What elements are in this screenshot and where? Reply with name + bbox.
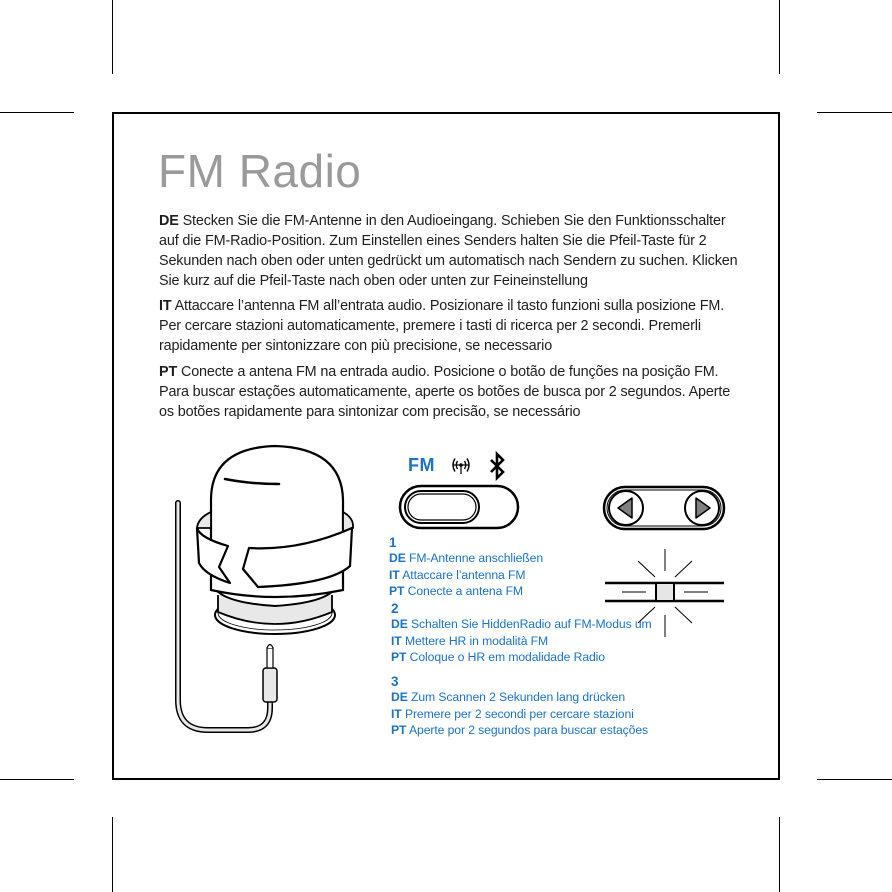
step-text: Conecte a antena FM: [407, 584, 523, 598]
step-text: Premere per 2 secondi per cercare stazio…: [404, 706, 634, 721]
step-2: 2 DE Schalten Sie HiddenRadio auf FM-Mod…: [391, 601, 652, 666]
crop-mark-top-right-h: [817, 112, 892, 113]
instruction-text: Attaccare l’antenna FM all’entrata audio…: [159, 298, 725, 354]
page-frame: [112, 112, 780, 780]
step-line: IT Attaccare l’antenna FM: [389, 567, 543, 584]
instruction-text: Stecken Sie die FM-Antenne in den Audioe…: [159, 213, 738, 289]
step-line: PT Coloque o HR em modalidade Radio: [391, 649, 652, 666]
mode-slide-switch[interactable]: [398, 484, 522, 532]
step-line: IT Premere per 2 secondi per cercare sta…: [391, 706, 648, 723]
antenna-cable: [175, 500, 273, 733]
instruction-it: IT Attaccare l’antenna FM all’entrata au…: [159, 296, 744, 356]
crop-mark-bottom-right-v: [779, 817, 780, 892]
step-text: Schalten Sie HiddenRadio auf FM-Modus um: [411, 617, 652, 631]
crop-mark-bottom-left-h: [0, 779, 74, 780]
lang-code: IT: [389, 567, 400, 582]
instruction-pt: PT Conecte a antena FM na entrada audio.…: [159, 362, 744, 422]
lang-code: PT: [391, 650, 407, 664]
instruction-text: Conecte a antena FM na entrada audio. Po…: [159, 364, 731, 420]
crop-mark-bottom-left-v: [112, 817, 113, 892]
lang-code: DE: [391, 617, 408, 631]
step-line: PT Aperte por 2 segundos para buscar est…: [391, 722, 648, 739]
lang-code: PT: [389, 584, 405, 598]
step-line: DE Schalten Sie HiddenRadio auf FM-Modus…: [391, 616, 652, 633]
fm-mode-label: FM: [408, 455, 435, 475]
strap-band: [195, 510, 354, 589]
crop-mark-bottom-right-h: [817, 779, 892, 780]
audio-jack-plug: [262, 643, 278, 703]
step-number: 1: [389, 535, 397, 550]
lang-code: IT: [159, 298, 172, 314]
seek-forward-button[interactable]: [684, 490, 720, 526]
step-line: PT Conecte a antena FM: [389, 583, 543, 600]
step-line: DE Zum Scannen 2 Sekunden lang drücken: [391, 689, 648, 706]
step-1: 1 DE FM-Antenne anschließen IT Attaccare…: [389, 535, 543, 600]
step-3: 3 DE Zum Scannen 2 Sekunden lang drücken…: [391, 674, 648, 739]
crop-mark-top-right-v: [779, 0, 780, 74]
page-title: FM Radio: [158, 145, 362, 197]
lang-code: DE: [159, 213, 179, 229]
step-text: Zum Scannen 2 Sekunden lang drücken: [411, 690, 626, 704]
instruction-de: DE Stecken Sie die FM-Antenne in den Aud…: [159, 211, 744, 291]
step-text: FM-Antenne anschließen: [409, 551, 543, 565]
bluetooth-icon: [490, 450, 505, 482]
step-text: Coloque o HR em modalidade Radio: [409, 650, 605, 664]
crop-mark-top-left-v: [112, 0, 113, 74]
radio-wave-icon: [452, 458, 470, 474]
press-rays-icon: [637, 549, 693, 637]
step-line: IT Mettere HR in modalità FM: [391, 633, 652, 650]
seek-buttons: [602, 485, 726, 531]
seek-back-button[interactable]: [608, 490, 644, 526]
lang-code: IT: [391, 633, 402, 648]
lang-code: DE: [391, 690, 408, 704]
lang-code: DE: [389, 551, 406, 565]
step-text: Aperte por 2 segundos para buscar estaçõ…: [409, 723, 649, 737]
lang-code: PT: [391, 723, 407, 737]
lang-code: PT: [159, 364, 178, 380]
crop-mark-top-left-h: [0, 112, 74, 113]
step-line: DE FM-Antenne anschließen: [389, 550, 543, 567]
step-number: 2: [391, 601, 399, 616]
press-button-illustration: [605, 549, 724, 637]
step-text: Attaccare l’antenna FM: [402, 567, 526, 582]
step-number: 3: [391, 674, 399, 689]
step-text: Mettere HR in modalità FM: [404, 633, 549, 648]
lang-code: IT: [391, 706, 402, 721]
